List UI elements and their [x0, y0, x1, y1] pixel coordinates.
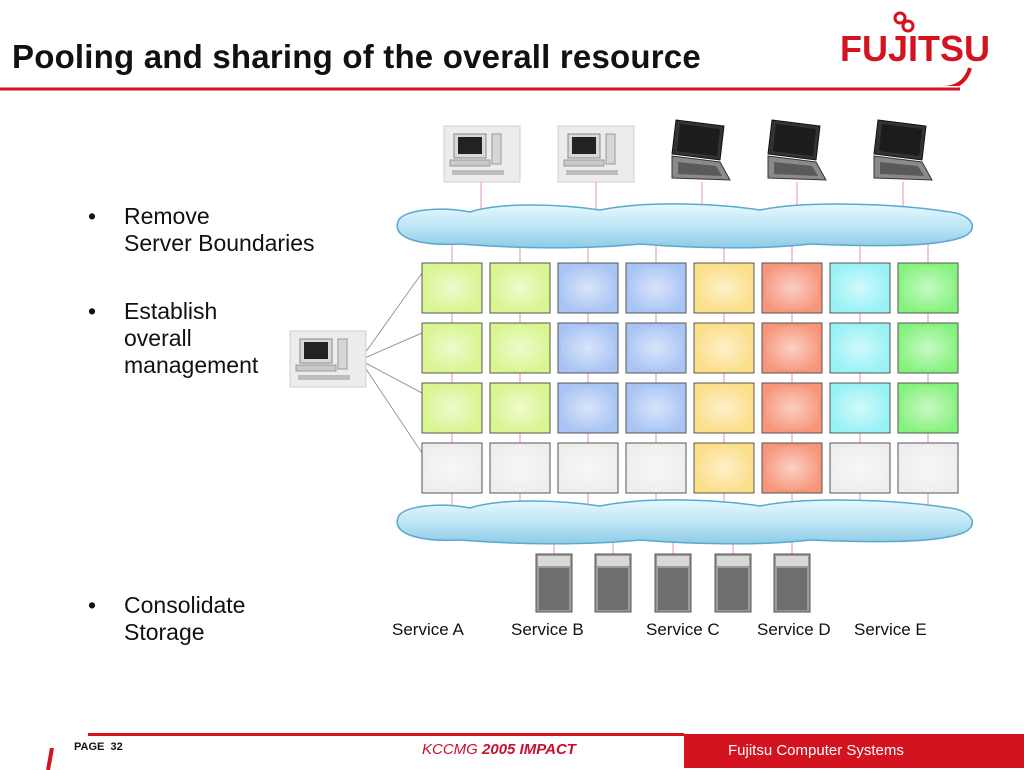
- server-cell: [761, 262, 823, 314]
- server-cell: [897, 442, 959, 494]
- server-cell: [557, 262, 619, 314]
- desktop-icon: [443, 125, 521, 183]
- server-cell: [693, 322, 755, 374]
- server-cell: [489, 262, 551, 314]
- desktop-icon: [557, 125, 635, 183]
- server-cell: [897, 262, 959, 314]
- service-label: Service C: [646, 620, 720, 639]
- server-cell: [761, 442, 823, 494]
- service-label: Service B: [511, 620, 584, 639]
- bullet-dot: •: [88, 592, 97, 618]
- footer-event: KCCMG 2005 IMPACT: [422, 741, 576, 758]
- bottom-network-cloud: [396, 499, 973, 545]
- storage-server-icon: [773, 553, 811, 613]
- server-cell: [829, 322, 891, 374]
- storage-row: [535, 553, 811, 613]
- laptop-icon: [873, 119, 933, 181]
- bullet-line: management: [124, 352, 259, 378]
- service-label: Service E: [854, 620, 927, 639]
- client-row: [443, 119, 933, 183]
- storage-server-icon: [714, 553, 752, 613]
- server-cell: [489, 322, 551, 374]
- page-number: PAGE 32: [74, 741, 123, 753]
- server-cell: [693, 262, 755, 314]
- svg-text:FUJITSU: FUJITSU: [840, 28, 988, 69]
- bullet-line: Establish: [124, 298, 218, 324]
- top-network-cloud: [396, 203, 973, 249]
- bullet-dot: •: [88, 298, 97, 324]
- bullet-line: Consolidate: [124, 592, 246, 618]
- server-cell: [829, 262, 891, 314]
- service-label: Service A: [392, 620, 464, 639]
- footer-company-band: Fujitsu Computer Systems: [684, 734, 1024, 768]
- server-cell: [897, 322, 959, 374]
- server-cell: [489, 442, 551, 494]
- bullet-line: Remove: [124, 203, 210, 229]
- server-cell: [625, 382, 687, 434]
- server-cell: [761, 322, 823, 374]
- server-cell: [421, 442, 483, 494]
- title-underline: [0, 87, 960, 91]
- server-cell: [829, 442, 891, 494]
- server-cell: [625, 262, 687, 314]
- server-grid: [421, 262, 959, 494]
- bullet-line: overall: [124, 325, 192, 351]
- server-cell: [625, 322, 687, 374]
- management-link: [359, 332, 423, 361]
- bullet-line: Server Boundaries: [124, 230, 315, 256]
- server-cell: [693, 382, 755, 434]
- storage-server-icon: [535, 553, 573, 613]
- service-label: Service D: [757, 620, 831, 639]
- server-cell: [761, 382, 823, 434]
- footer-rule: [88, 733, 684, 736]
- footer-company: Fujitsu Computer Systems: [728, 742, 904, 759]
- management-link: [359, 359, 423, 394]
- management-link: [359, 359, 423, 454]
- fujitsu-logo: FUJITSU: [840, 11, 988, 86]
- laptop-icon: [767, 119, 827, 181]
- storage-server-icon: [654, 553, 692, 613]
- management-console-icon: [289, 330, 367, 388]
- server-cell: [421, 322, 483, 374]
- server-cell: [693, 442, 755, 494]
- management-link: [359, 272, 423, 361]
- server-cell: [421, 382, 483, 434]
- page-title: Pooling and sharing of the overall resou…: [12, 38, 701, 75]
- server-cell: [625, 442, 687, 494]
- server-cell: [829, 382, 891, 434]
- server-cell: [557, 322, 619, 374]
- server-cell: [421, 262, 483, 314]
- bullet-line: Storage: [124, 619, 205, 645]
- server-cell: [557, 382, 619, 434]
- bullet-dot: •: [88, 203, 97, 229]
- footer-brand-mark: [46, 748, 54, 770]
- server-cell: [489, 382, 551, 434]
- server-cell: [557, 442, 619, 494]
- laptop-icon: [671, 119, 731, 181]
- storage-server-icon: [594, 553, 632, 613]
- server-cell: [897, 382, 959, 434]
